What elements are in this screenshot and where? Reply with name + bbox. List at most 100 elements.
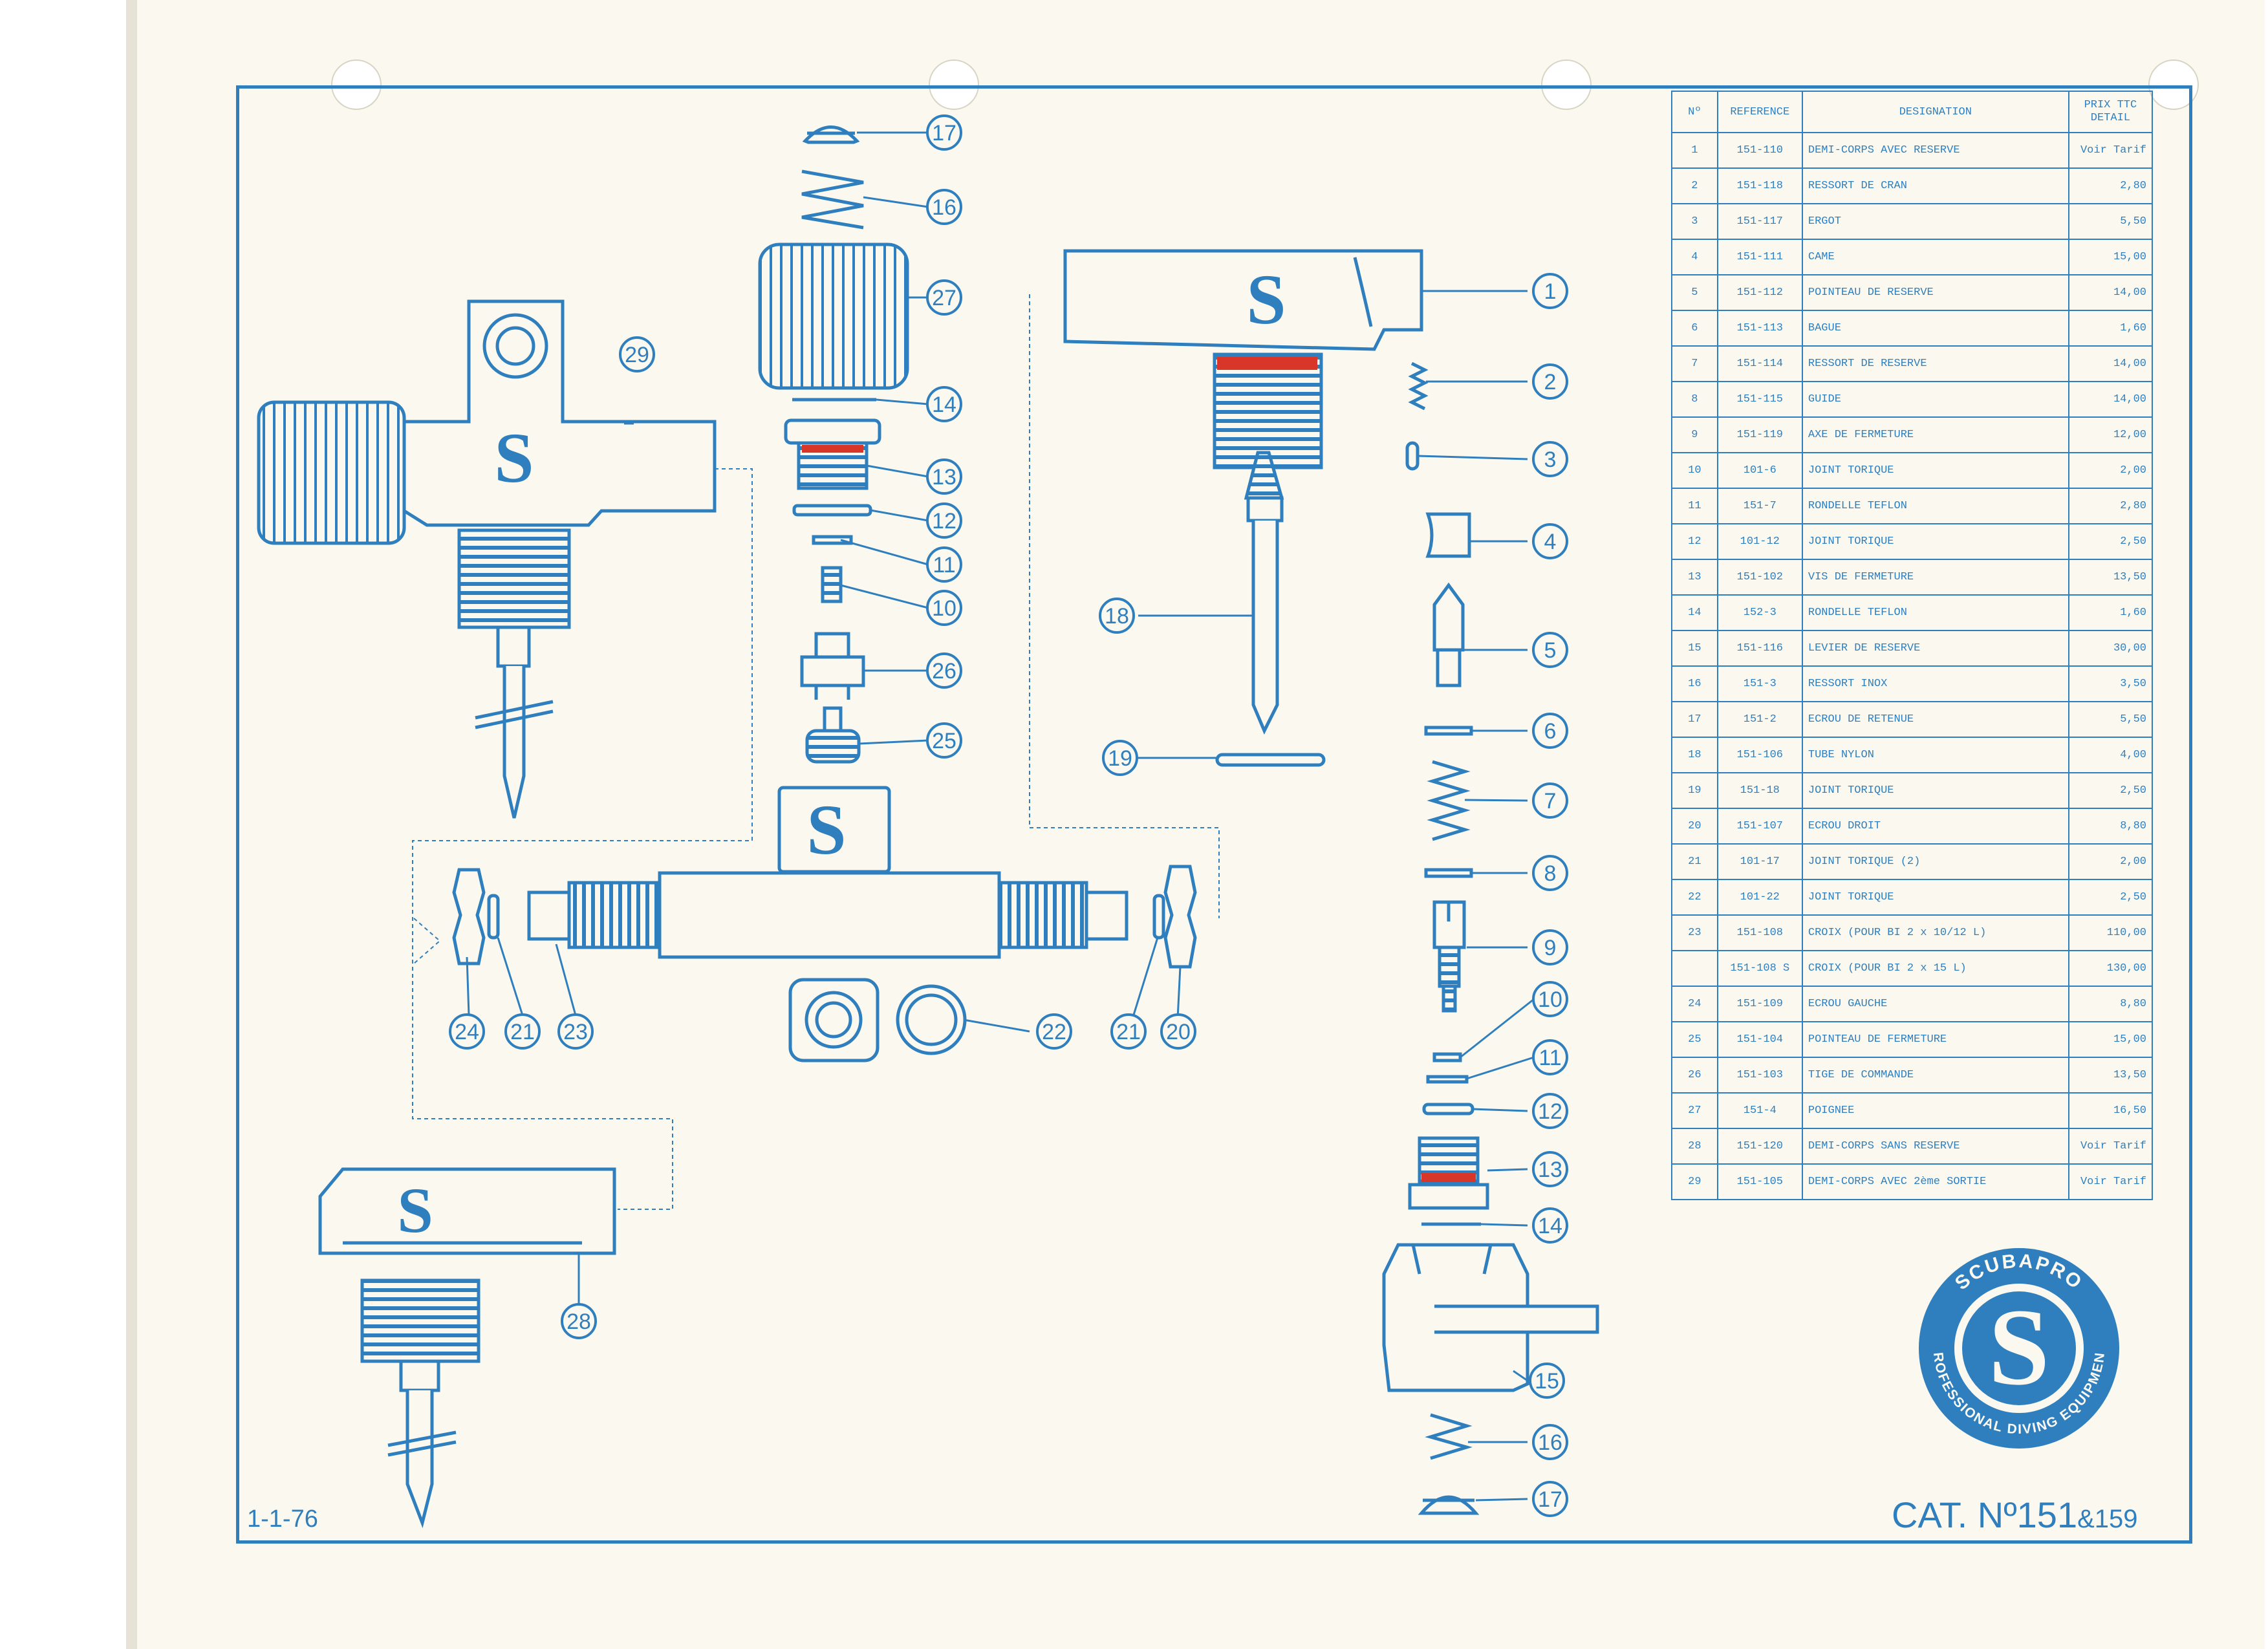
cell-no: 5 — [1671, 274, 1718, 311]
callout-marker: 5 — [1532, 632, 1568, 668]
cell-designation: JOINT TORIQUE (2) — [1801, 843, 2069, 880]
cell-designation: RESSORT INOX — [1801, 665, 2069, 702]
callout-marker: 12 — [926, 502, 962, 539]
callout-marker: 9 — [1532, 929, 1568, 965]
callout-circle — [1532, 1424, 1568, 1460]
callout-marker: 29 — [619, 336, 655, 372]
cell-price: 16,50 — [2068, 1092, 2154, 1129]
callout-number: 21 — [1116, 1020, 1141, 1044]
callout-circle — [1160, 1013, 1196, 1050]
callout-circle — [1036, 1013, 1072, 1050]
callout-marker: 21 — [1110, 1013, 1147, 1050]
col-header-price: PRIX TTC DETAIL — [2068, 91, 2154, 133]
cell-designation: BAGUE — [1801, 310, 2069, 347]
catalog-number: CAT. Nº151&159 — [1892, 1494, 2138, 1536]
cell-price: 110,00 — [2068, 914, 2154, 951]
cell-no: 8 — [1671, 381, 1718, 418]
cell-price: 14,00 — [2068, 345, 2154, 382]
callout-number: 3 — [1544, 447, 1557, 472]
cell-reference: 151-103 — [1716, 1057, 1803, 1094]
cell-price: 2,50 — [2068, 772, 2154, 809]
callout-number: 26 — [932, 659, 956, 684]
callout-number: 12 — [1538, 1099, 1562, 1124]
callout-circle — [926, 502, 962, 539]
callout-marker: 2 — [1532, 363, 1568, 400]
col-header-designation: DESIGNATION — [1801, 91, 2069, 133]
cell-designation: DEMI-CORPS AVEC RESERVE — [1801, 132, 2069, 169]
callout-number: 8 — [1544, 861, 1557, 886]
cell-designation: AXE DE FERMETURE — [1801, 416, 2069, 453]
callout-number: 21 — [510, 1020, 535, 1044]
callout-marker: 18 — [1099, 598, 1135, 634]
drawing-date: 1-1-76 — [247, 1505, 318, 1533]
callout-circle — [1102, 740, 1138, 776]
callout-number: 25 — [932, 729, 956, 753]
callout-marker: 12 — [1532, 1093, 1568, 1129]
cell-designation: ECROU DROIT — [1801, 808, 2069, 845]
cell-no: 28 — [1671, 1128, 1718, 1165]
callout-marker: 22 — [1036, 1013, 1072, 1050]
callout-number: 27 — [932, 286, 956, 310]
cell-designation: CROIX (POUR BI 2 x 10/12 L) — [1801, 914, 2069, 951]
cell-no: 26 — [1671, 1057, 1718, 1094]
cell-no: 15 — [1671, 630, 1718, 667]
cell-reference: 151-113 — [1716, 310, 1803, 347]
cell-reference: 151-111 — [1716, 239, 1803, 275]
callout-number: 23 — [563, 1020, 588, 1044]
cell-no: 7 — [1671, 345, 1718, 382]
cell-reference: 151-3 — [1716, 665, 1803, 702]
cell-price: 12,00 — [2068, 416, 2154, 453]
cell-designation: JOINT TORIQUE — [1801, 879, 2069, 916]
cell-reference: 151-115 — [1716, 381, 1803, 418]
cell-designation: ECROU DE RETENUE — [1801, 701, 2069, 738]
callout-number: 14 — [932, 393, 956, 417]
callout-number: 13 — [932, 465, 956, 490]
cell-price: Voir Tarif — [2068, 132, 2154, 169]
callout-circle — [926, 189, 962, 225]
cell-price: 15,00 — [2068, 239, 2154, 275]
cell-reference: 151-118 — [1716, 167, 1803, 204]
cell-price: 5,50 — [2068, 203, 2154, 240]
cell-no — [1671, 950, 1718, 987]
cross-nuts-and-seals — [452, 865, 1197, 969]
callout-marker: 6 — [1532, 713, 1568, 749]
callout-number: 15 — [1535, 1369, 1559, 1394]
cell-reference: 151-102 — [1716, 559, 1803, 596]
s-logo-marks: S S S S — [397, 260, 1286, 1246]
cell-designation: GUIDE — [1801, 381, 2069, 418]
callout-number: 2 — [1544, 370, 1557, 394]
cell-reference: 151-107 — [1716, 808, 1803, 845]
right-reserve-stack — [1382, 361, 1599, 1515]
callout-number: 20 — [1166, 1020, 1191, 1044]
cell-no: 6 — [1671, 310, 1718, 347]
callout-marker: 23 — [557, 1013, 594, 1050]
callout-circle — [1110, 1013, 1147, 1050]
cell-price: 4,00 — [2068, 737, 2154, 773]
callout-number: 24 — [455, 1020, 479, 1044]
callout-circle — [1532, 1093, 1568, 1129]
callout-marker: 17 — [1532, 1481, 1568, 1517]
svg-text:S: S — [806, 790, 846, 869]
cell-no: 27 — [1671, 1092, 1718, 1129]
cell-reference: 151-104 — [1716, 1021, 1803, 1058]
cell-price: Voir Tarif — [2068, 1163, 2154, 1200]
callout-circle — [1099, 598, 1135, 634]
callout-marker: 24 — [449, 1013, 485, 1050]
col-header-price-line2: DETAIL — [2090, 112, 2130, 124]
callout-marker: 14 — [926, 386, 962, 422]
cell-reference: 151-106 — [1716, 737, 1803, 773]
cell-reference: 151-109 — [1716, 986, 1803, 1022]
cell-reference: 151-112 — [1716, 274, 1803, 311]
cell-reference: 151-108 S — [1716, 950, 1803, 987]
